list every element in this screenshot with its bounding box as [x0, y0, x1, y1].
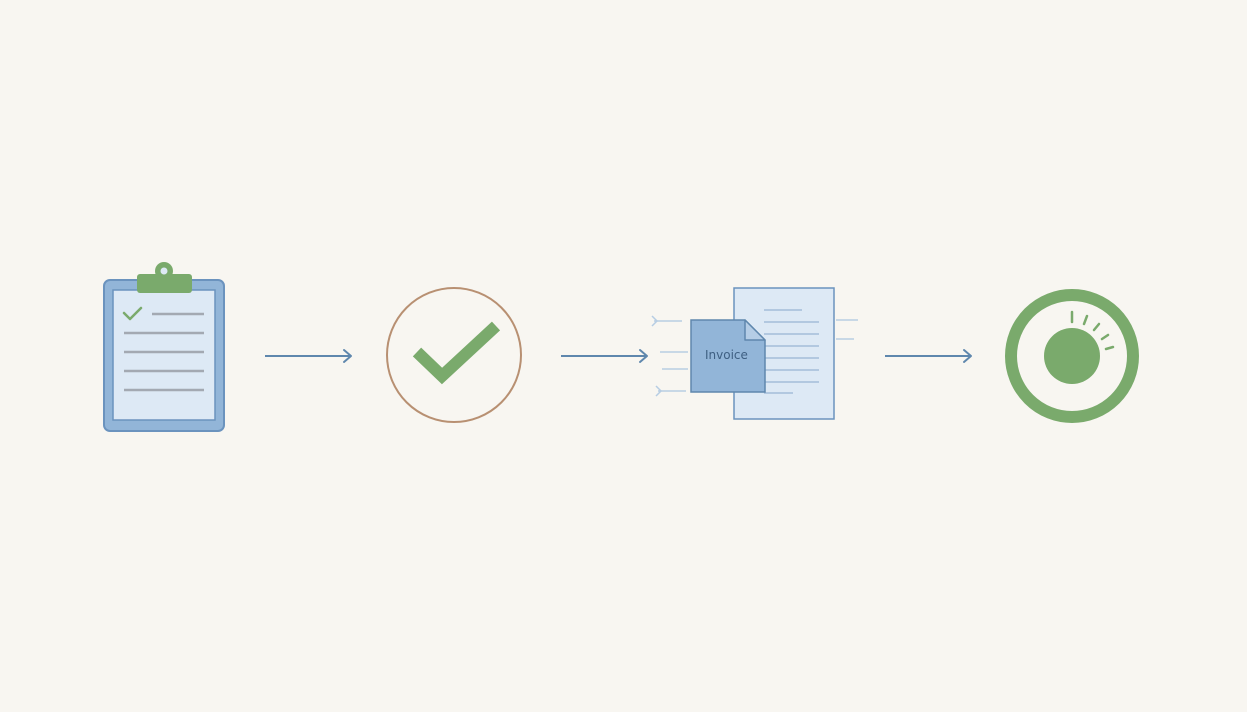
checkmark-circle-icon [384, 285, 524, 425]
invoice-document-icon: Invoice [648, 286, 860, 422]
flow-arrow-1 [264, 346, 356, 366]
flow-arrow-2 [560, 346, 652, 366]
flow-arrow-3 [884, 346, 976, 366]
completion-dial-icon [1002, 286, 1142, 426]
invoice-label: Invoice [705, 348, 748, 362]
clipboard-checklist-icon [100, 260, 230, 436]
